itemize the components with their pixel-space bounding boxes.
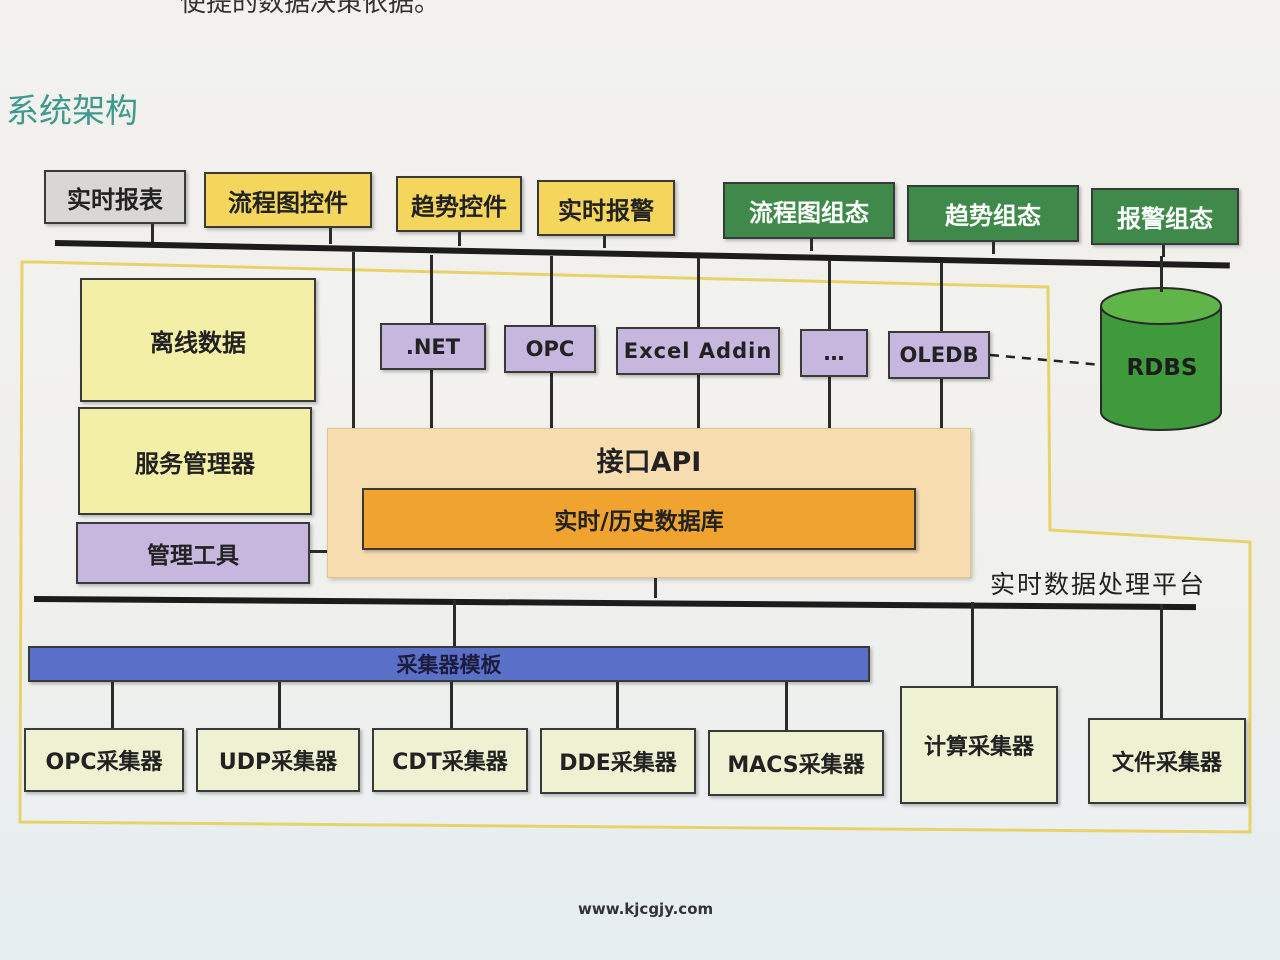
connector <box>810 239 813 251</box>
cdt-collector-box: CDT采集器 <box>372 728 528 792</box>
opc-interface-box: OPC <box>504 325 596 373</box>
connector <box>1162 245 1165 257</box>
offline-data-box: 离线数据 <box>80 278 316 402</box>
connector <box>453 600 456 648</box>
opc-collector-box: OPC采集器 <box>24 728 184 792</box>
rdbs-label: RDBS <box>1126 355 1198 381</box>
connector <box>603 236 606 248</box>
realtime-history-db-box: 实时/历史数据库 <box>362 488 916 550</box>
realtime-report-box: 实时报表 <box>44 170 186 224</box>
macs-collector-box: MACS采集器 <box>708 730 884 796</box>
excel-addin-box: Excel Addin <box>616 327 780 375</box>
connector <box>971 602 974 688</box>
net-interface-box: .NET <box>380 323 486 370</box>
trend-control-box: 趋势控件 <box>396 176 522 232</box>
connector <box>329 228 332 244</box>
calc-collector-box: 计算采集器 <box>900 686 1058 804</box>
trend-config-box: 趋势组态 <box>907 185 1079 242</box>
udp-collector-box: UDP采集器 <box>196 728 360 792</box>
top-text: 使提的数据决策依据。 <box>180 0 441 18</box>
connector <box>1160 256 1163 292</box>
rdbs-cylinder <box>1100 287 1222 431</box>
page-title: 系统架构 <box>6 91 138 130</box>
platform-label: 实时数据处理平台 <box>990 570 1207 599</box>
footer-url: www.kjcgjy.com <box>578 900 714 918</box>
more-interfaces-box: … <box>800 329 868 377</box>
realtime-alarm-box: 实时报警 <box>537 180 675 236</box>
service-manager-box: 服务管理器 <box>78 407 312 515</box>
connector <box>616 682 619 728</box>
connector <box>992 242 995 254</box>
admin-tools-box: 管理工具 <box>76 522 310 584</box>
connector <box>278 682 281 728</box>
connector <box>151 224 154 242</box>
alarm-config-box: 报警组态 <box>1091 188 1239 245</box>
connector <box>352 252 355 430</box>
connector <box>450 682 453 728</box>
connector <box>458 232 461 246</box>
collector-template-bar: 采集器模板 <box>28 646 870 682</box>
api-label: 接口API <box>596 447 702 478</box>
connector <box>310 550 328 553</box>
connector <box>1160 604 1163 718</box>
dde-collector-box: DDE采集器 <box>540 728 696 794</box>
flow-config-box: 流程图组态 <box>723 182 895 239</box>
connector <box>654 578 657 598</box>
connector <box>111 682 114 728</box>
file-collector-box: 文件采集器 <box>1088 718 1246 804</box>
oledb-interface-box: OLEDB <box>888 331 990 379</box>
flow-control-box: 流程图控件 <box>204 172 372 228</box>
connector <box>785 682 788 730</box>
